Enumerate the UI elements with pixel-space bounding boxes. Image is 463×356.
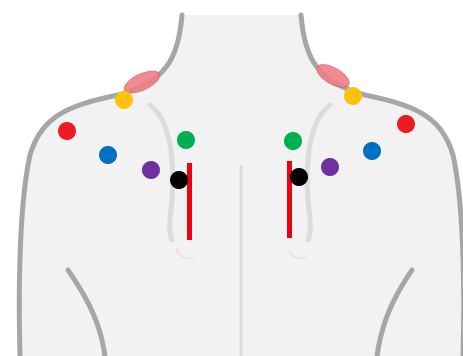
right-green-marker [284, 132, 302, 150]
left-blue-marker [99, 146, 117, 164]
right-black-marker [290, 168, 308, 186]
left-green-marker [177, 131, 195, 149]
left-torso-fill [19, 15, 240, 356]
right-purple-marker [321, 158, 339, 176]
right-blue-marker [363, 142, 381, 160]
left-purple-marker [142, 161, 160, 179]
left-red-marker-line [187, 163, 192, 240]
right-red-marker [397, 115, 415, 133]
left-red-marker [58, 122, 76, 140]
right-torso-fill [240, 15, 463, 356]
left-black-marker [170, 171, 188, 189]
left-yellow-marker [115, 91, 133, 109]
right-yellow-marker [344, 87, 362, 105]
